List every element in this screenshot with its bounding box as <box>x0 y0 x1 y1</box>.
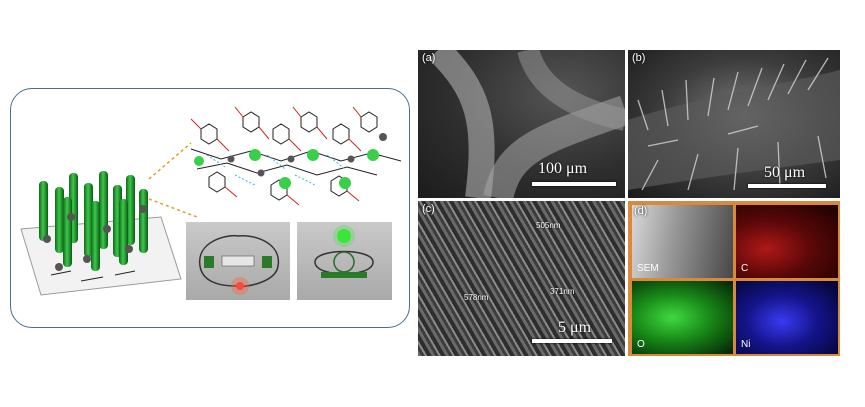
panel-d-edx: SEM C O Ni (d) <box>628 201 840 356</box>
edx-map-nickel: Ni <box>736 281 838 354</box>
panel-b-sem: (b) 50 μm <box>628 50 840 198</box>
device-photo-2 <box>297 222 392 300</box>
panel-c-measurement-3: 371nm <box>550 287 575 296</box>
edx-map-carbon: C <box>736 205 838 278</box>
schematic-frame <box>10 88 410 328</box>
edx-map-sem-label: SEM <box>637 263 659 274</box>
panel-a-scale-bar <box>532 182 616 186</box>
edx-map-carbon-label: C <box>741 263 749 274</box>
leader-lines <box>148 142 198 218</box>
panel-c-measurement-2: 578nm <box>464 293 489 302</box>
ion-spheres <box>43 205 147 271</box>
panel-c-label: (c) <box>422 203 435 215</box>
panel-c-scale-text: 5 μm <box>558 319 592 336</box>
panel-b-scale-text: 50 μm <box>764 164 806 181</box>
panel-a-label: (a) <box>422 52 436 64</box>
panel-c-sem: (c) 505nm 578nm 371nm 5 μm <box>418 201 625 356</box>
panel-a-scale-text: 100 μm <box>538 160 588 177</box>
nanorod-array <box>39 171 148 271</box>
edx-map-oxygen-label: O <box>637 339 645 350</box>
edx-map-sem: SEM <box>632 205 733 278</box>
panel-b-label: (b) <box>632 52 646 64</box>
panel-a-sem: (a) 100 μm <box>418 50 625 198</box>
schematic-drawing <box>20 106 402 296</box>
panel-c-scale-bar <box>532 339 612 343</box>
edx-map-nickel-label: Ni <box>741 339 751 350</box>
panel-b-scale-bar <box>748 184 826 188</box>
crystal-structure <box>190 106 402 206</box>
panel-d-label: (d) <box>634 205 648 217</box>
diffusion-arrows <box>50 270 136 282</box>
device-photo-1 <box>186 222 290 300</box>
edx-map-oxygen: O <box>632 281 733 354</box>
panel-c-measurement-1: 505nm <box>536 221 561 230</box>
